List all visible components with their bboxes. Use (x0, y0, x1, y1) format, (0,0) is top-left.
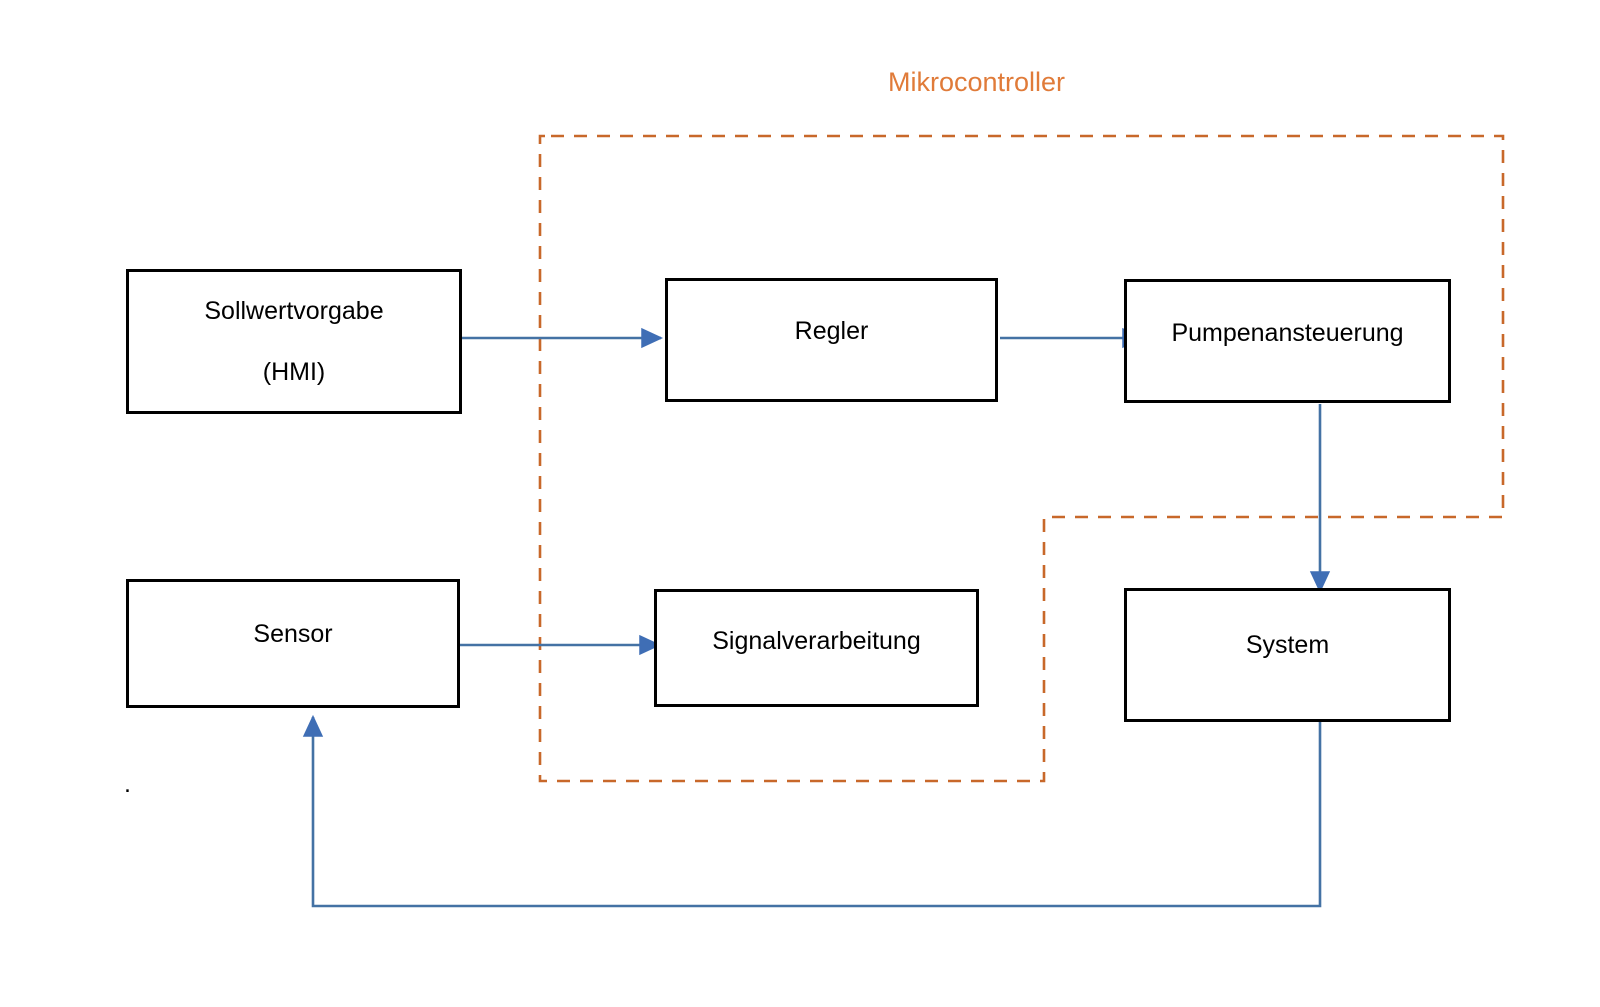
mikrocontroller-group-label: Mikrocontroller (888, 67, 1066, 97)
node-sollwertvorgabe-label-line2: (HMI) (262, 357, 326, 386)
edge-system-to-sensor-feedback (302, 714, 1322, 908)
mikrocontroller-group-boundary (538, 134, 1505, 783)
node-system[interactable]: System (1124, 588, 1451, 722)
node-sensor[interactable]: Sensor (126, 579, 460, 708)
stray-period-mark: . (124, 770, 131, 798)
node-regler[interactable]: Regler (665, 278, 998, 402)
node-system-label: System (1245, 630, 1330, 659)
node-sollwertvorgabe-label-line1: Sollwertvorgabe (204, 297, 384, 326)
node-signalverarbeitung-label: Signalverarbeitung (712, 626, 921, 655)
node-sollwertvorgabe[interactable]: Sollwertvorgabe (HMI) (126, 269, 462, 414)
node-pumpenansteuerung-label: Pumpenansteuerung (1171, 318, 1404, 347)
node-sensor-label: Sensor (253, 620, 333, 649)
node-pumpenansteuerung[interactable]: Pumpenansteuerung (1124, 279, 1451, 403)
node-signalverarbeitung[interactable]: Signalverarbeitung (654, 589, 979, 707)
node-regler-label: Regler (794, 316, 869, 345)
